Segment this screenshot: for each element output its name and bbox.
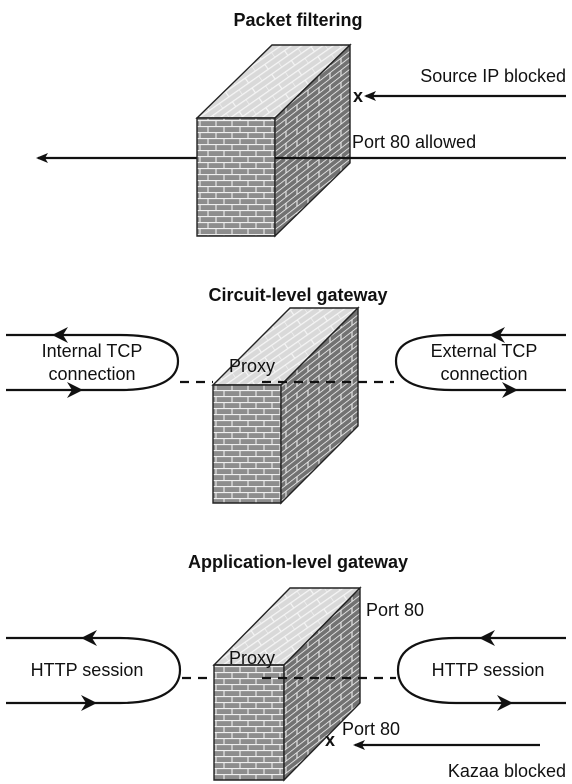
blocked-x-mark: x	[353, 86, 363, 106]
internal-tcp-label-line2: connection	[48, 364, 135, 384]
right-session-upper-arrowhead	[479, 630, 495, 646]
port-80-top-label: Port 80	[366, 600, 424, 620]
packet-firewall-wall	[195, 43, 352, 238]
circuit-level-section: Circuit-level gateway Internal TCP conne…	[6, 285, 566, 505]
port-80-bottom-label: Port 80	[342, 719, 400, 739]
kazaa-blocked-x-mark: x	[325, 730, 335, 750]
internal-lower-arrowhead	[67, 382, 83, 398]
internal-connection-loop	[6, 333, 180, 392]
application-level-title: Application-level gateway	[188, 552, 408, 572]
application-firewall-wall	[212, 586, 362, 782]
circuit-proxy-label: Proxy	[229, 356, 275, 376]
application-level-section: Application-level gateway HTTP session H…	[6, 552, 566, 782]
right-http-session-label: HTTP session	[432, 660, 545, 680]
left-http-session-loop	[6, 636, 182, 705]
internal-tcp-label-line1: Internal TCP	[42, 341, 143, 361]
external-connection-loop	[394, 333, 566, 392]
kazaa-blocked-label: Kazaa blocked	[448, 761, 566, 781]
left-http-session-label: HTTP session	[31, 660, 144, 680]
right-http-session-loop	[396, 636, 566, 705]
packet-filtering-section: Packet filtering x Source IP blocked Por…	[36, 10, 566, 238]
packet-filtering-title: Packet filtering	[233, 10, 362, 30]
port-80-allowed-label: Port 80 allowed	[352, 132, 476, 152]
wall-side-face	[274, 43, 351, 238]
application-proxy-label: Proxy	[229, 648, 275, 668]
wall-front-face	[196, 117, 276, 237]
circuit-firewall-wall	[211, 306, 360, 505]
external-tcp-label-line1: External TCP	[431, 341, 538, 361]
left-session-upper-arrowhead	[81, 630, 97, 646]
external-tcp-label-line2: connection	[440, 364, 527, 384]
left-session-lower-arrowhead	[81, 695, 97, 711]
external-lower-arrowhead	[502, 382, 518, 398]
external-upper-arrowhead	[489, 327, 505, 343]
internal-upper-arrowhead	[52, 327, 68, 343]
right-session-lower-arrowhead	[497, 695, 513, 711]
source-ip-blocked-label: Source IP blocked	[420, 66, 566, 86]
circuit-level-title: Circuit-level gateway	[208, 285, 387, 305]
